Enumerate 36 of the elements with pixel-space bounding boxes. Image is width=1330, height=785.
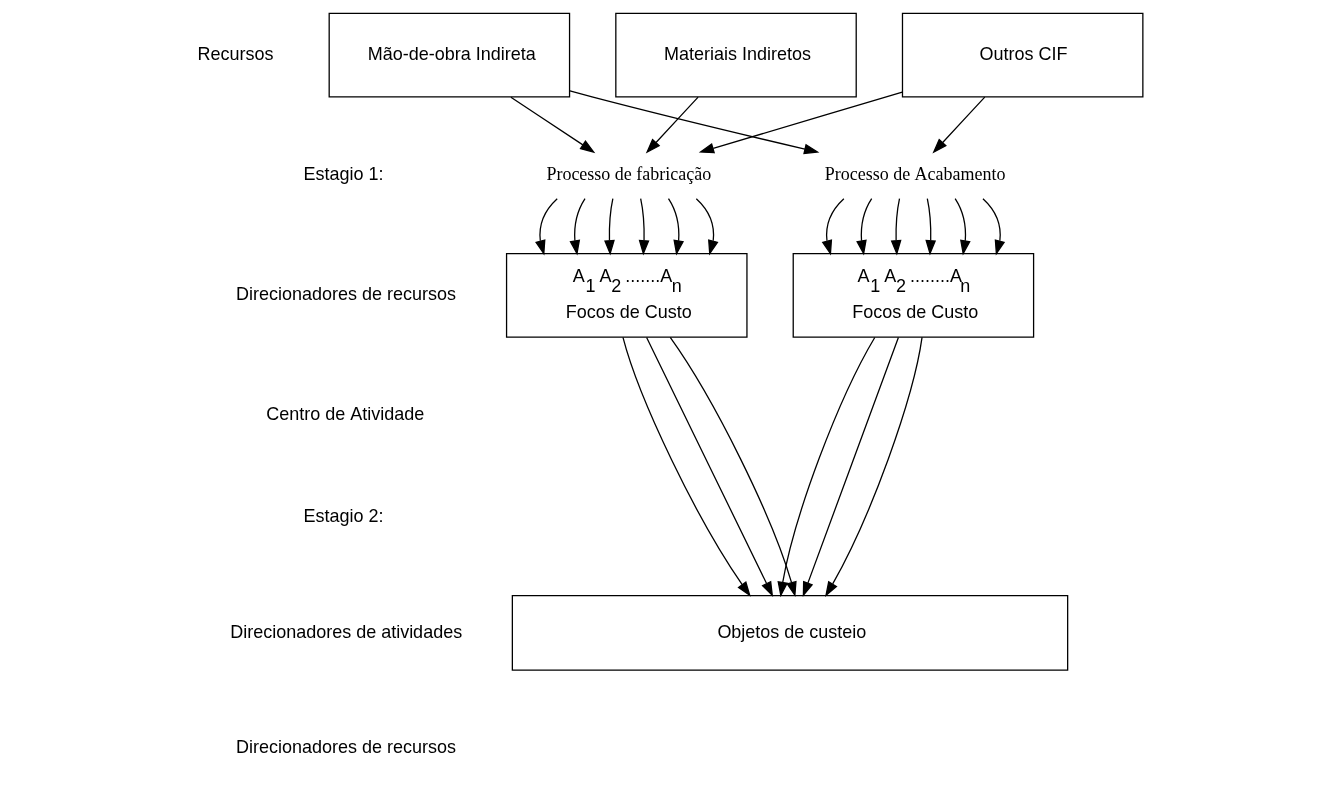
arrow	[802, 336, 900, 598]
arrow	[982, 198, 1006, 256]
node-text: Processo de Acabamento	[824, 164, 1006, 185]
arrow	[890, 198, 902, 256]
arrow	[535, 198, 558, 256]
arrow	[669, 336, 797, 598]
label: Estagio 1:	[303, 164, 384, 185]
arrow	[825, 336, 923, 597]
arrow	[932, 96, 986, 154]
label: Recursos	[197, 43, 274, 64]
arrow	[645, 96, 699, 154]
label: Estagio 2:	[303, 505, 384, 526]
node-text: Processo de fabricação	[546, 164, 712, 185]
arrow	[569, 90, 820, 155]
arrow	[645, 336, 774, 597]
node-box: Objetos de custeio	[511, 594, 1069, 671]
node-box: Mão-de-obra Indireta	[328, 12, 571, 98]
label: Direcionadores de atividades	[230, 621, 463, 642]
label: Direcionadores de recursos	[235, 284, 456, 305]
arrow	[856, 198, 873, 256]
arrow	[569, 198, 586, 256]
arrow	[925, 198, 937, 256]
arrow	[638, 198, 650, 256]
arrow	[821, 198, 845, 256]
arrow	[510, 96, 596, 154]
node-box: Materiais Indiretos	[615, 12, 857, 98]
arrow	[604, 198, 615, 256]
arrow	[777, 336, 876, 598]
arrow	[622, 336, 751, 597]
arrow	[954, 198, 971, 256]
label: Direcionadores de recursos	[235, 737, 456, 758]
arrow	[698, 91, 903, 154]
arrow	[667, 198, 685, 256]
label: Centro de Atividade	[266, 404, 425, 425]
node-box: Outros CIF	[901, 12, 1144, 98]
arrow	[695, 198, 719, 256]
